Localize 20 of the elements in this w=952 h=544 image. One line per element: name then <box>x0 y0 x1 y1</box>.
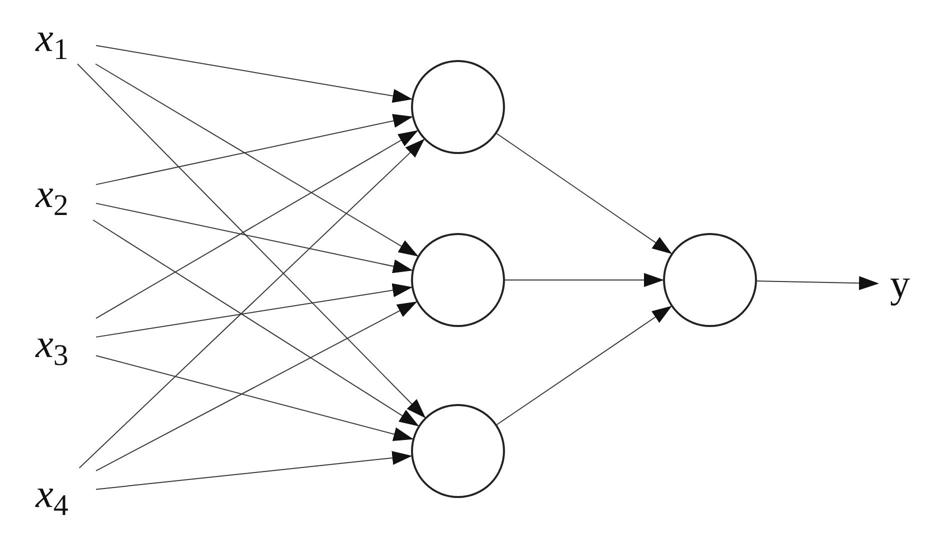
arrow <box>92 220 420 426</box>
arrow <box>496 306 672 426</box>
arrow <box>77 64 426 418</box>
arrow <box>96 130 418 319</box>
arrow <box>756 276 879 290</box>
arrow <box>96 283 413 338</box>
input-label: x$_{1}$ <box>8 12 96 64</box>
input-label: x$_{4}$ <box>8 468 96 520</box>
arrow <box>96 451 412 490</box>
arrow <box>96 301 418 472</box>
output-label: y <box>878 258 922 310</box>
arrow <box>95 64 418 256</box>
arrow <box>96 202 413 274</box>
input-label: x$_{2}$ <box>8 168 96 220</box>
arrow <box>96 114 414 186</box>
arrow <box>496 133 672 254</box>
arrow <box>504 273 664 287</box>
arrow <box>78 138 425 468</box>
arrow <box>96 44 413 103</box>
input-label: x$_{3}$ <box>8 318 96 370</box>
